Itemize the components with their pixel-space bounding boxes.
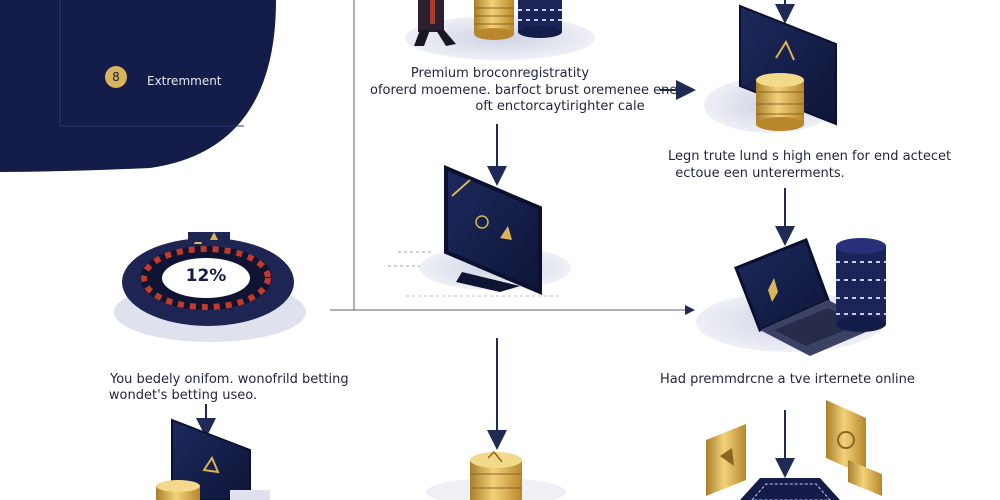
caption-line: Premium broconregistratity xyxy=(410,66,590,81)
person-figure xyxy=(414,0,456,46)
center-monitor-group xyxy=(388,164,571,297)
caption-line: wondet's betting useo. xyxy=(108,388,258,403)
caption-line: oforerd moemene. barfoct brust oremenee … xyxy=(370,83,678,98)
caption-line: You bedely onifom. wonofrild betting xyxy=(110,372,349,387)
top-coins-group xyxy=(405,0,595,60)
gold-coin-stack-right xyxy=(756,73,804,131)
bottom-center-coins-group xyxy=(426,450,566,500)
caption-line: oft enctorcaytirighter cale xyxy=(475,99,645,114)
caption-line: ectoue een untererments. xyxy=(675,166,845,181)
caption-line: Legn trute lund s high enen for end acte… xyxy=(668,149,952,164)
corner-badge-circle xyxy=(105,66,127,88)
top-right-tablet-group xyxy=(704,4,837,133)
navy-chip-stack-right xyxy=(836,238,886,332)
bottom-left-tablet-group xyxy=(156,418,270,500)
corner-panel xyxy=(0,0,276,172)
roulette-percent-label: 12% xyxy=(185,266,227,286)
corner-badge-number: 8 xyxy=(112,70,120,84)
navy-chip-stack-top xyxy=(518,0,562,38)
caption-line: Had premmdrcne a tve irternete online xyxy=(660,372,915,387)
roulette-wheel-group xyxy=(114,232,306,342)
corner-panel-label: Extremment xyxy=(147,74,222,88)
gold-coin-stack-top xyxy=(474,0,514,40)
bottom-right-cards-group xyxy=(706,400,882,500)
right-laptop-group xyxy=(696,238,886,356)
